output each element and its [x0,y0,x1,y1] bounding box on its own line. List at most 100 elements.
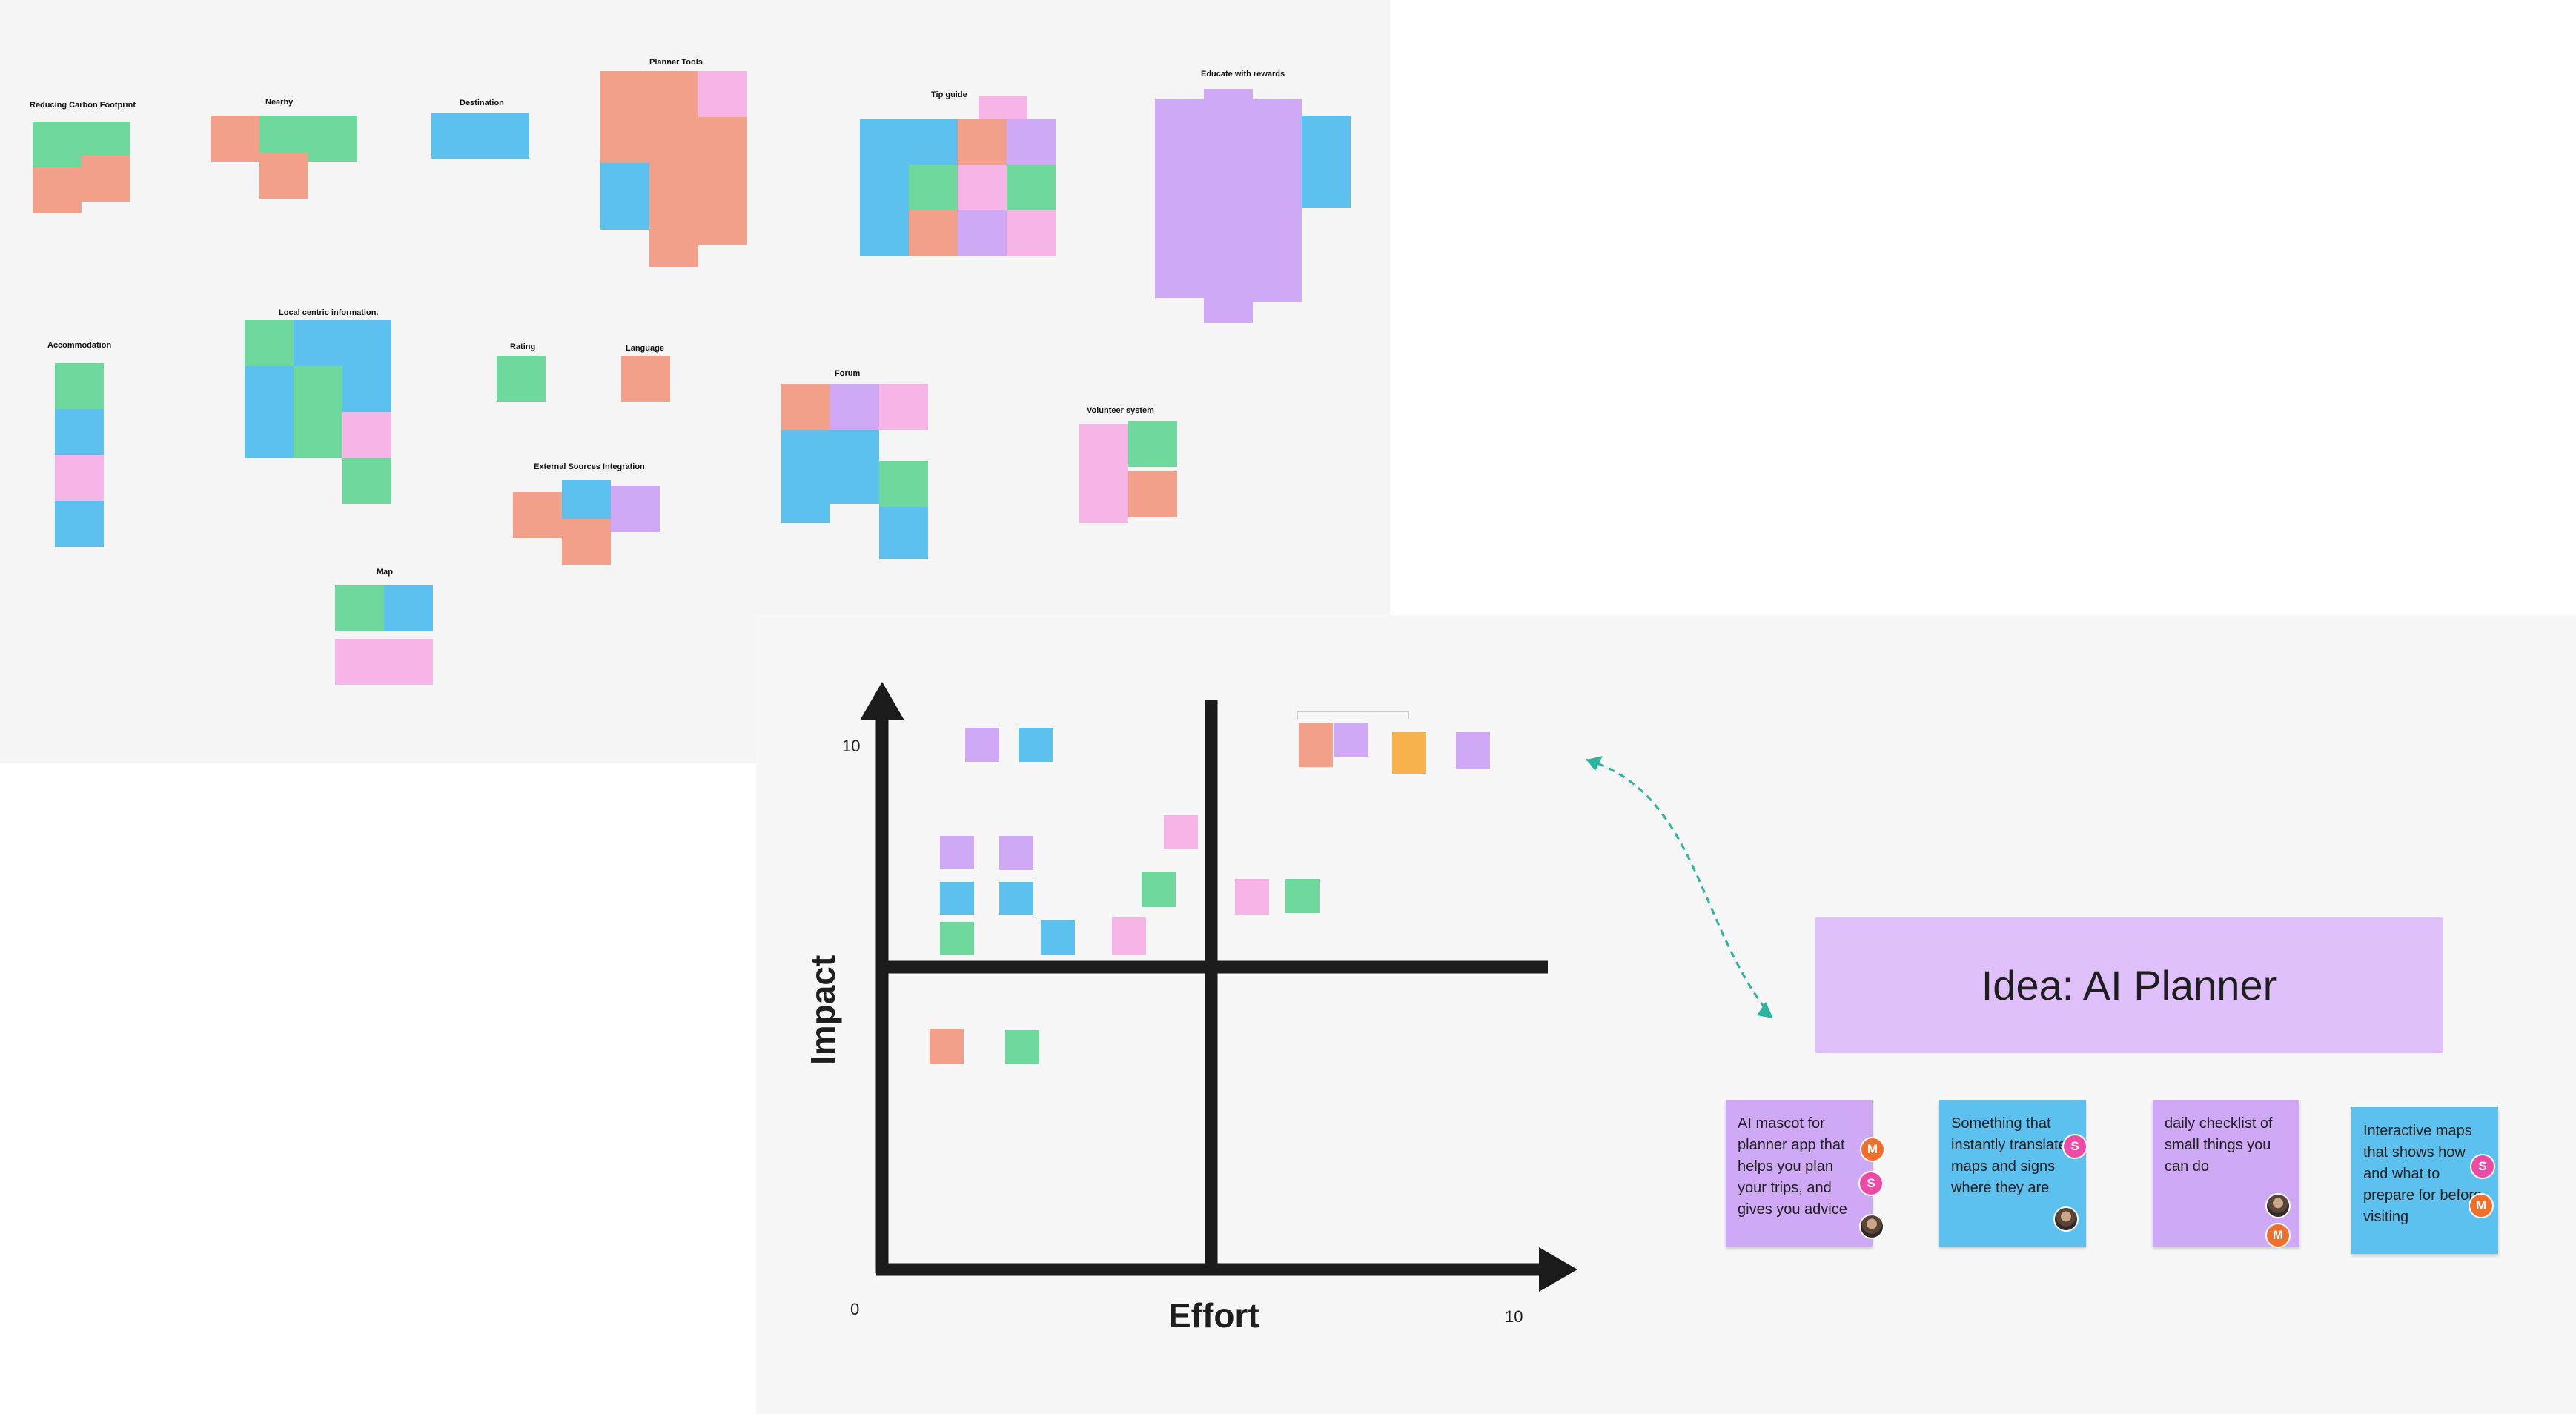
sticky-note[interactable] [1253,191,1302,237]
avatar[interactable] [2265,1193,2291,1218]
sticky-note[interactable] [562,480,611,526]
matrix-note[interactable] [940,882,974,915]
sticky-note[interactable] [1128,471,1177,517]
sticky-note[interactable] [830,430,879,504]
sticky-note[interactable] [781,430,830,523]
sticky-note[interactable] [649,117,698,163]
sticky-note[interactable] [1204,135,1253,181]
sticky-note[interactable] [600,71,649,117]
sticky-note[interactable] [82,156,130,202]
matrix-note[interactable] [940,922,974,955]
sticky-note[interactable] [55,409,104,455]
matrix-note[interactable] [1041,920,1075,955]
sticky-note[interactable] [649,163,698,267]
matrix-note[interactable] [965,728,999,762]
sticky-note[interactable] [909,210,958,256]
sticky-note[interactable] [1302,116,1351,162]
avatar[interactable]: M [2469,1193,2494,1218]
sticky-note[interactable] [958,210,1007,256]
sticky-note[interactable] [649,71,698,117]
sticky-note[interactable] [781,384,830,430]
sticky-note[interactable] [1253,99,1302,145]
sticky-note[interactable] [879,461,928,507]
matrix-note[interactable] [999,836,1033,870]
sticky-note[interactable] [1079,424,1128,523]
sticky-note[interactable] [1302,162,1351,208]
sticky-note[interactable] [958,119,1007,165]
sticky-note[interactable] [55,363,104,409]
sticky-note[interactable] [1155,99,1204,145]
idea-card[interactable]: daily checklist of small things you can … [2153,1100,2299,1247]
sticky-note[interactable] [245,366,294,412]
sticky-note[interactable] [497,356,546,402]
sticky-note[interactable] [698,117,747,163]
matrix-note[interactable] [1456,732,1490,769]
sticky-note[interactable] [1007,165,1056,210]
sticky-note[interactable] [621,356,670,402]
matrix-note[interactable] [1392,732,1426,774]
avatar[interactable]: S [2470,1154,2495,1179]
avatar[interactable] [2053,1206,2079,1232]
matrix-note[interactable] [1235,879,1269,915]
sticky-note[interactable] [294,320,342,366]
matrix-note[interactable] [1299,723,1333,767]
avatar[interactable]: S [2062,1134,2087,1159]
sticky-note[interactable] [294,366,342,412]
sticky-note[interactable] [600,117,649,163]
matrix-note[interactable] [1019,728,1053,762]
matrix-note[interactable] [1334,723,1368,757]
matrix-note[interactable] [1142,872,1176,907]
sticky-note[interactable] [33,122,82,167]
sticky-note[interactable] [698,163,747,245]
sticky-note[interactable] [384,585,433,631]
avatar[interactable]: M [1860,1137,1885,1162]
sticky-note[interactable] [611,486,660,532]
sticky-note[interactable] [958,165,1007,210]
sticky-note[interactable] [1253,237,1302,302]
sticky-note[interactable] [1155,191,1204,258]
sticky-note[interactable] [1253,145,1302,191]
matrix-note[interactable] [1112,917,1146,955]
sticky-note[interactable] [1155,252,1204,298]
sticky-note[interactable] [335,585,384,631]
avatar[interactable] [1859,1214,1884,1239]
sticky-note[interactable] [513,492,562,538]
affinity-board[interactable]: Reducing Carbon Footprint Nearby Destina… [0,0,1390,763]
sticky-note[interactable] [860,210,909,256]
sticky-note[interactable] [1007,119,1056,165]
sticky-note[interactable] [294,412,342,458]
sticky-note[interactable] [830,384,879,430]
sticky-note[interactable] [211,116,259,162]
sticky-note[interactable] [245,320,294,366]
sticky-note[interactable] [308,116,357,162]
matrix-note[interactable] [1164,815,1198,849]
matrix-note[interactable] [1285,879,1320,913]
sticky-note[interactable] [1155,145,1204,191]
sticky-note[interactable] [342,320,391,366]
sticky-note[interactable] [480,113,529,159]
sticky-note[interactable] [342,366,391,412]
sticky-note[interactable] [1128,421,1177,467]
sticky-note[interactable] [1204,181,1253,227]
sticky-note[interactable] [431,113,480,159]
sticky-note[interactable] [259,153,308,199]
matrix-note[interactable] [930,1029,964,1064]
sticky-note[interactable] [860,119,909,165]
sticky-note[interactable] [600,163,649,230]
idea-card[interactable]: Interactive maps that shows how and what… [2351,1107,2498,1254]
sticky-note[interactable] [1204,89,1253,135]
matrix-note[interactable] [999,882,1033,915]
avatar[interactable]: S [1858,1171,1884,1196]
sticky-note[interactable] [909,119,958,165]
sticky-note[interactable] [245,412,294,458]
sticky-note[interactable] [33,167,82,213]
sticky-note[interactable] [335,639,384,685]
sticky-note[interactable] [860,165,909,210]
matrix-note[interactable] [940,836,974,869]
sticky-note[interactable] [55,501,104,547]
sticky-note[interactable] [879,384,928,430]
sticky-note[interactable] [562,519,611,565]
sticky-note[interactable] [342,412,391,458]
sticky-note[interactable] [55,455,104,501]
sticky-note[interactable] [879,507,928,559]
